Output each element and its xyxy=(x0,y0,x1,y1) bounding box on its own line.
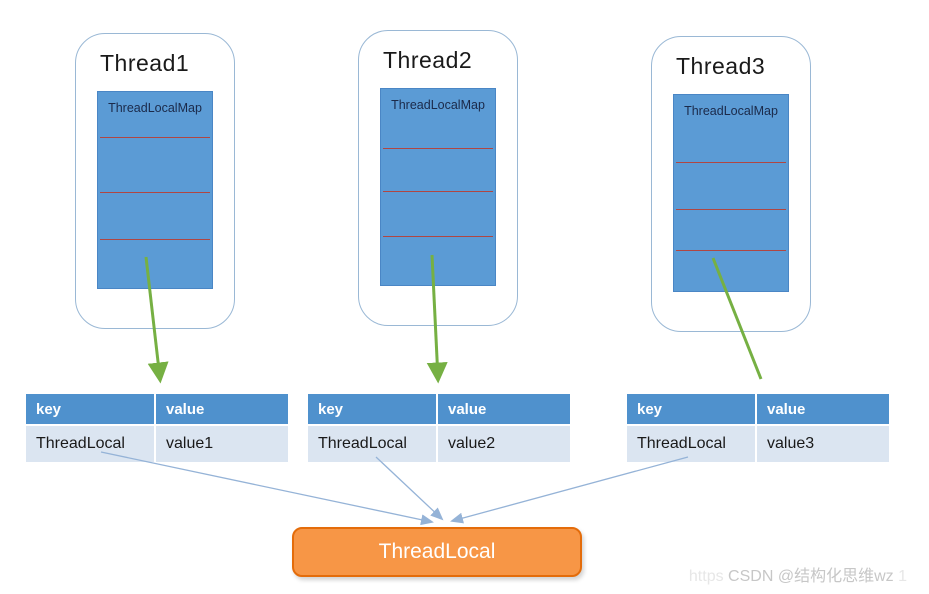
table-cell-value: value2 xyxy=(448,435,496,452)
watermark: https CSDN @结构化思维wz 1 xyxy=(689,562,907,586)
table-header-key: key xyxy=(26,394,156,424)
table-cell-key: ThreadLocal xyxy=(627,426,757,462)
thread3-threadlocalmap-label: ThreadLocalMap xyxy=(684,104,778,118)
table-header-row: key value xyxy=(627,394,889,424)
table-cell-key: ThreadLocal xyxy=(308,426,438,462)
thread3-threadlocalmap-box: ThreadLocalMap xyxy=(673,94,789,292)
table-header-value: value xyxy=(767,400,806,418)
map-divider-line xyxy=(100,137,210,139)
thread2-title: Thread2 xyxy=(383,47,473,73)
table-header-value: value xyxy=(448,400,487,418)
table-cell-value: value1 xyxy=(166,435,214,452)
table-header-key: key xyxy=(627,394,757,424)
map-divider-line xyxy=(383,147,493,149)
map-divider-line xyxy=(383,236,493,237)
map-divider-line xyxy=(676,249,786,251)
blue-arrow-table2 xyxy=(375,456,444,521)
table-header-value: value xyxy=(166,400,205,418)
threadlocal-shared-box: ThreadLocal xyxy=(292,527,582,577)
map-divider-line xyxy=(383,190,493,192)
thread2-kv-table: key value ThreadLocal value2 xyxy=(308,394,570,462)
table-row: ThreadLocal value1 xyxy=(26,426,288,462)
map-divider-line xyxy=(676,208,786,210)
thread1-kv-table: key value ThreadLocal value1 xyxy=(26,394,288,462)
thread3-kv-table: key value ThreadLocal value3 xyxy=(627,394,889,462)
thread2-container: Thread2 ThreadLocalMap xyxy=(358,30,518,326)
thread3-container: Thread3 ThreadLocalMap xyxy=(651,36,811,332)
watermark-faint-prefix: https xyxy=(688,568,724,585)
map-divider-line xyxy=(100,191,210,193)
table-header-row: key value xyxy=(308,394,570,424)
table-header-key: key xyxy=(308,394,438,424)
thread3-title: Thread3 xyxy=(676,53,766,79)
thread2-threadlocalmap-label: ThreadLocalMap xyxy=(391,98,485,112)
table-row: ThreadLocal value2 xyxy=(308,426,570,462)
table-cell-key: ThreadLocal xyxy=(26,426,156,462)
map-divider-line xyxy=(676,161,786,163)
thread1-title: Thread1 xyxy=(100,50,190,76)
watermark-faint-suffix: 1 xyxy=(898,568,907,585)
table-row: ThreadLocal value3 xyxy=(627,426,889,462)
thread1-container: Thread1 ThreadLocalMap xyxy=(75,33,235,329)
table-header-row: key value xyxy=(26,394,288,424)
thread1-threadlocalmap-label: ThreadLocalMap xyxy=(108,101,202,115)
thread1-threadlocalmap-box: ThreadLocalMap xyxy=(97,91,213,289)
watermark-text: CSDN @结构化思维wz xyxy=(728,568,894,585)
table-cell-value: value3 xyxy=(767,435,815,452)
threadlocal-shared-label: ThreadLocal xyxy=(378,540,496,563)
map-divider-line xyxy=(100,239,210,240)
blue-arrow-table1 xyxy=(100,451,434,526)
thread2-threadlocalmap-box: ThreadLocalMap xyxy=(380,88,496,286)
blue-arrow-table3 xyxy=(450,456,689,524)
